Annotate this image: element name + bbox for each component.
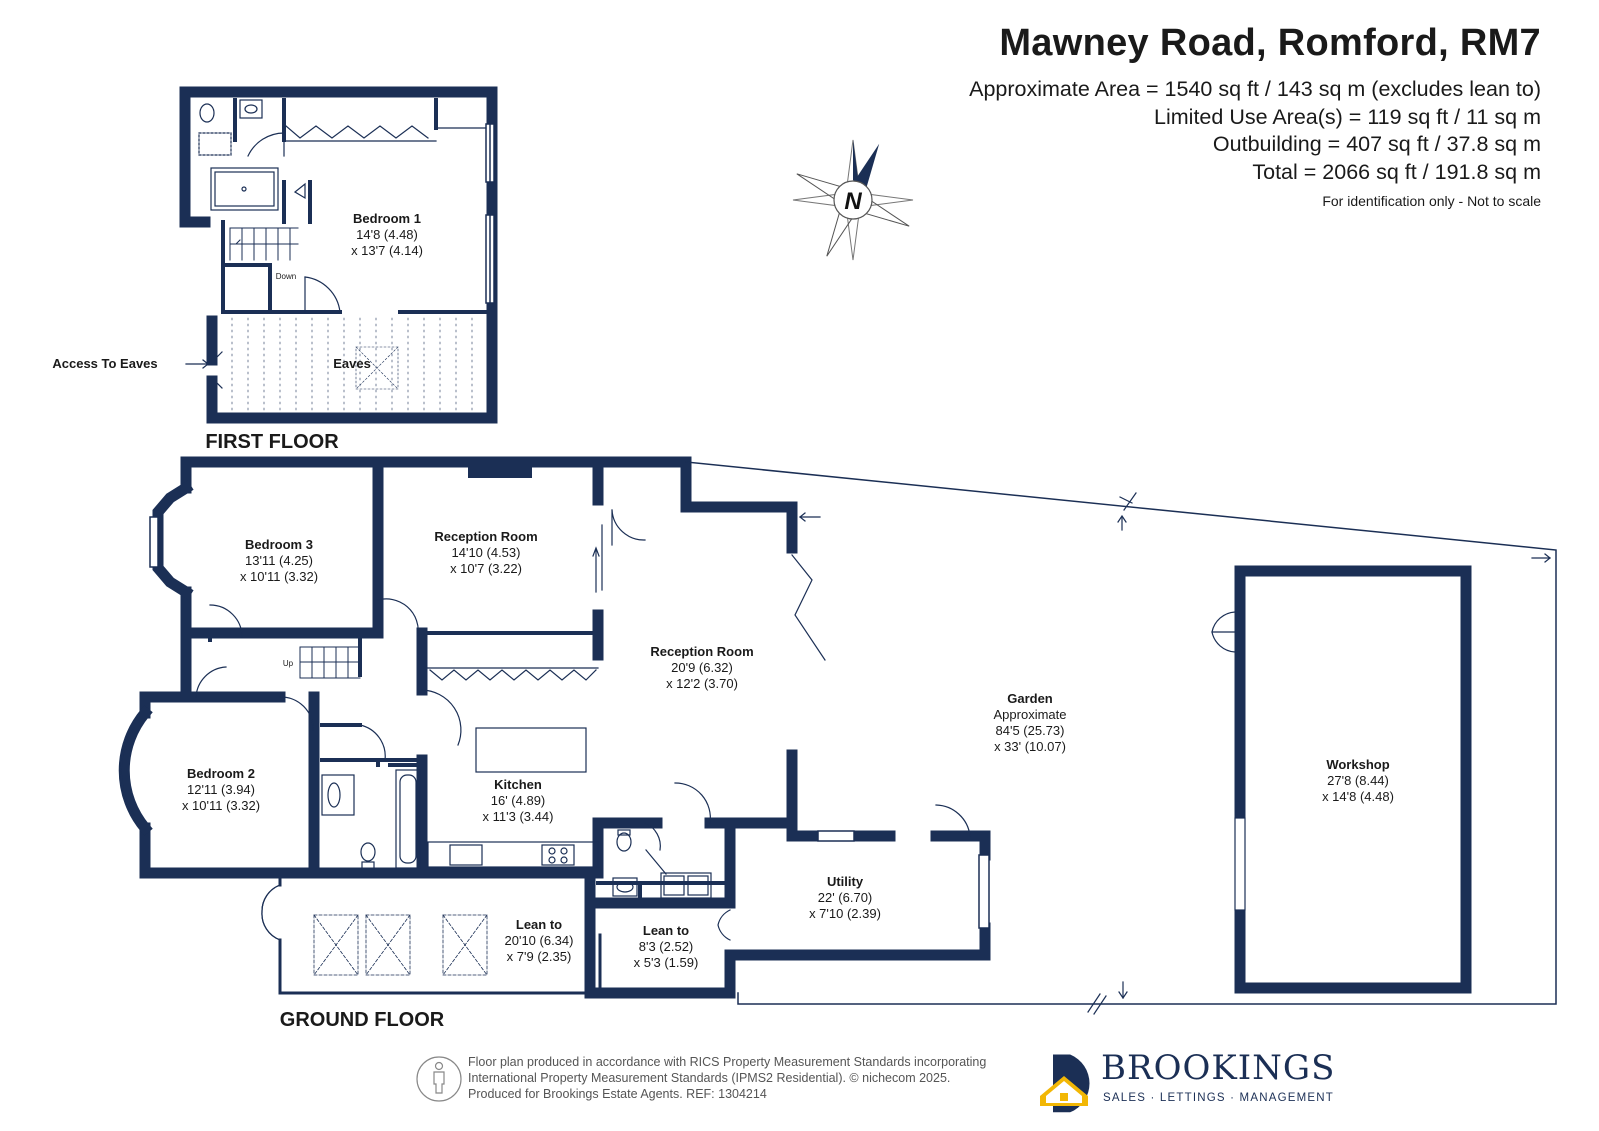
room-leanto2-dim1: 8'3 (2.52) — [639, 939, 694, 954]
room-utility-dim1: 22' (6.70) — [818, 890, 873, 905]
room-bedroom1-dim1: 14'8 (4.48) — [356, 227, 418, 242]
area-total: Total = 2066 sq ft / 191.8 sq m — [1252, 160, 1541, 184]
room-reception1-dim1: 14'10 (4.53) — [452, 545, 521, 560]
first-floor-label: FIRST FLOOR — [205, 431, 339, 453]
compass-label: N — [844, 188, 862, 215]
room-eaves-name: Eaves — [333, 356, 371, 371]
room-utility-dim2: x 7'10 (2.39) — [809, 906, 881, 921]
plan-title: Mawney Road, Romford, RM7 — [999, 22, 1541, 64]
person-icon — [416, 1056, 462, 1102]
footer-line-1: Floor plan produced in accordance with R… — [468, 1055, 987, 1069]
brand-name: BROOKINGS — [1101, 1048, 1336, 1088]
area-outbuilding: Outbuilding = 407 sq ft / 37.8 sq m — [1212, 132, 1541, 156]
room-bedroom2-dim2: x 10'11 (3.32) — [182, 798, 260, 813]
access-eaves-label: Access To Eaves — [52, 356, 157, 371]
room-leanto2-dim2: x 5'3 (1.59) — [634, 955, 699, 970]
garden-boundary — [685, 461, 1557, 1005]
room-leanto1-dim2: x 7'9 (2.35) — [507, 949, 572, 964]
room-bedroom3-dim1: 13'11 (4.25) — [245, 553, 313, 568]
room-bedroom1-name: Bedroom 1 — [353, 211, 421, 226]
room-kitchen-dim2: x 11'3 (3.44) — [483, 809, 554, 824]
room-kitchen-dim1: 16' (4.89) — [491, 793, 546, 808]
room-bedroom3-name: Bedroom 3 — [245, 537, 313, 552]
room-kitchen-name: Kitchen — [494, 777, 542, 792]
area-approximate: Approximate Area = 1540 sq ft / 143 sq m… — [969, 77, 1541, 101]
room-leanto1-dim1: 20'10 (6.34) — [505, 933, 574, 948]
stairs-up-label: Up — [283, 659, 294, 668]
footer-notes: Floor plan produced in accordance with R… — [468, 1054, 986, 1102]
compass-icon: N — [792, 139, 914, 261]
room-leanto1-name: Lean to — [516, 917, 562, 932]
disclaimer: For identification only - Not to scale — [1322, 193, 1541, 209]
ground-floor-label: GROUND FLOOR — [280, 1009, 445, 1031]
room-utility-name: Utility — [827, 874, 864, 889]
footer-line-3: Produced for Brookings Estate Agents. RE… — [468, 1087, 767, 1101]
room-garden-dim1: 84'5 (25.73) — [996, 723, 1065, 738]
brand-tagline: SALES · LETTINGS · MANAGEMENT — [1103, 1092, 1334, 1104]
stairs-down-label: Down — [276, 272, 296, 281]
room-reception2-dim2: x 12'2 (3.70) — [666, 676, 738, 691]
room-garden-name: Garden — [1007, 691, 1053, 706]
brookings-logo-icon — [1040, 1054, 1090, 1113]
room-bedroom1-dim2: x 13'7 (4.14) — [351, 243, 423, 258]
room-bedroom2-dim1: 12'11 (3.94) — [187, 782, 255, 797]
room-bedroom2-name: Bedroom 2 — [187, 766, 255, 781]
room-workshop-dim1: 27'8 (8.44) — [1327, 773, 1389, 788]
room-workshop-dim2: x 14'8 (4.48) — [1322, 789, 1394, 804]
room-reception1-name: Reception Room — [434, 529, 537, 544]
room-garden-dim2: x 33' (10.07) — [994, 739, 1066, 754]
room-leanto2-name: Lean to — [643, 923, 689, 938]
footer-line-2: International Property Measurement Stand… — [468, 1071, 951, 1085]
room-reception2-dim1: 20'9 (6.32) — [671, 660, 733, 675]
workshop-walls — [1234, 565, 1472, 994]
room-workshop-name: Workshop — [1326, 757, 1389, 772]
room-bedroom3-dim2: x 10'11 (3.32) — [240, 569, 318, 584]
room-reception2-name: Reception Room — [650, 644, 753, 659]
room-garden-dim0: Approximate — [994, 707, 1067, 722]
area-limited-use: Limited Use Area(s) = 119 sq ft / 11 sq … — [1154, 105, 1541, 129]
room-reception1-dim2: x 10'7 (3.22) — [450, 561, 522, 576]
